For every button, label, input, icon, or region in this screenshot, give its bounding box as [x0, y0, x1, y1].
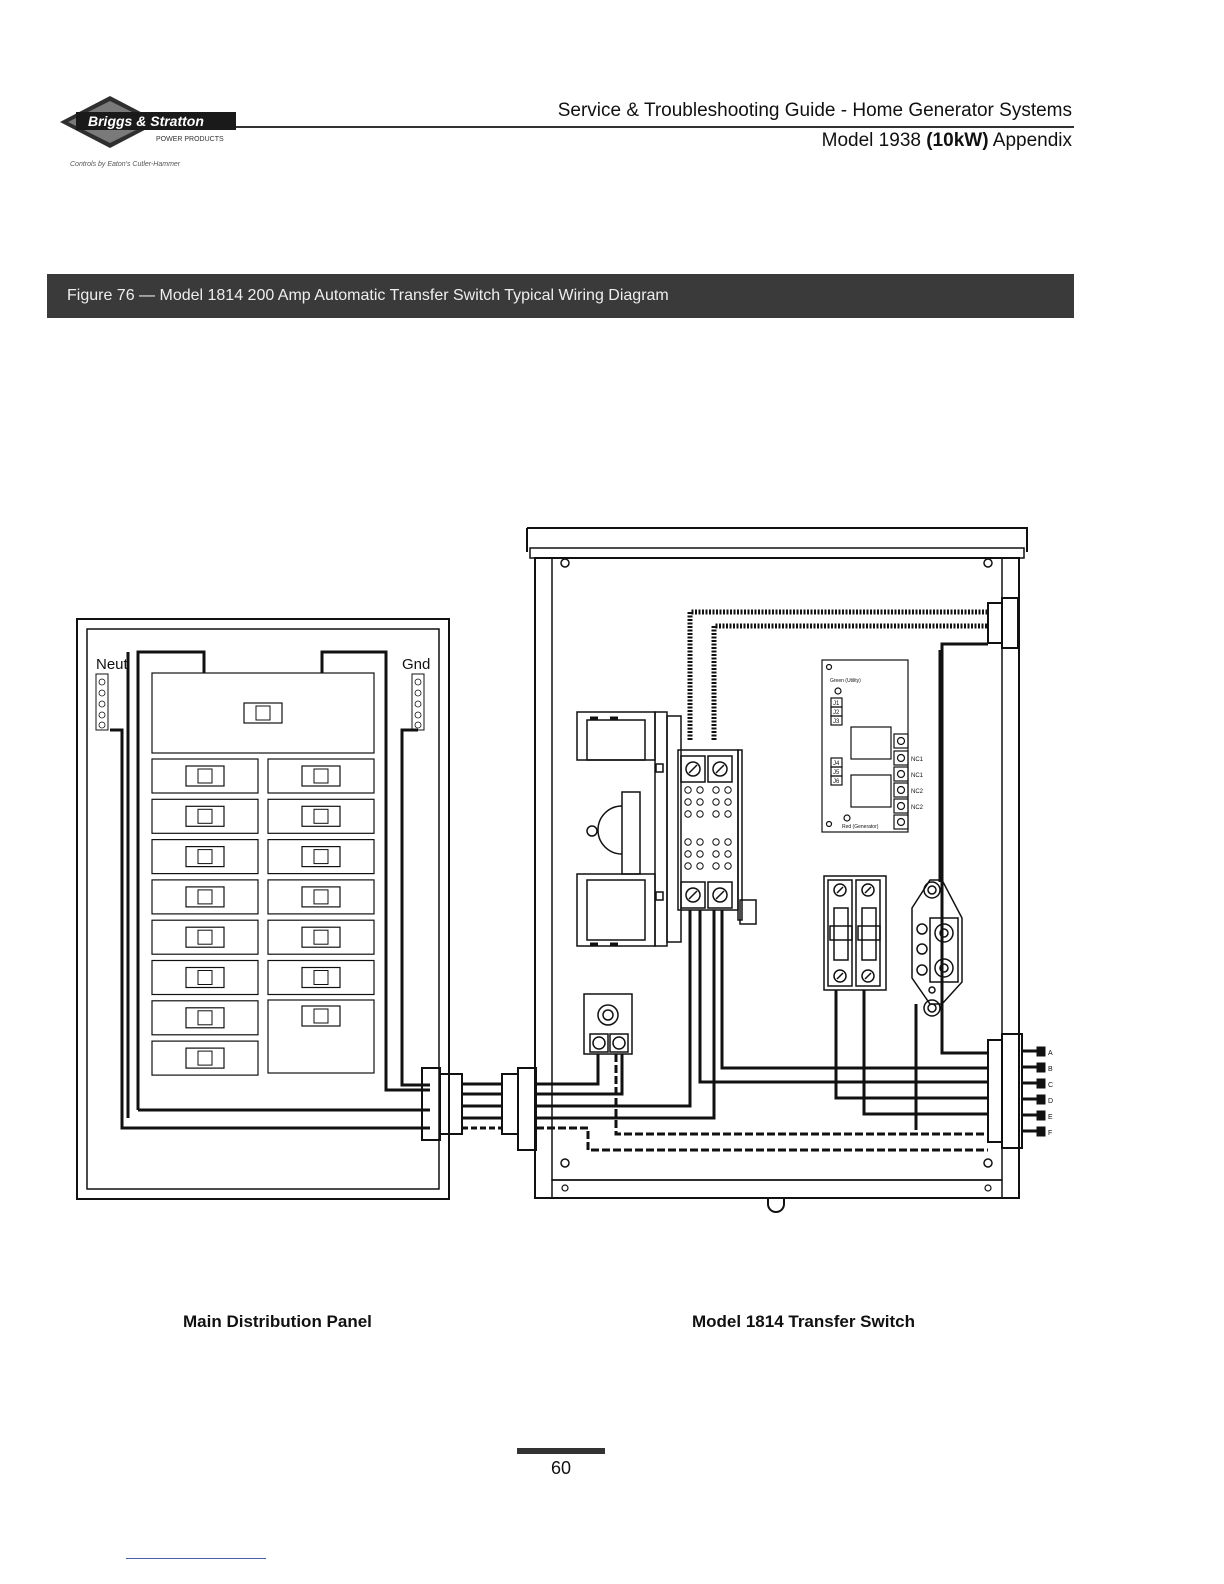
lug-terminal-dot [724, 850, 732, 858]
page-number-bar [517, 1448, 605, 1454]
main-panel-label: Main Distribution Panel [183, 1312, 372, 1331]
model-suffix: Appendix [992, 130, 1072, 151]
relay-label-nc2-b: NC2 [911, 805, 924, 811]
transfer-mechanism [576, 711, 682, 947]
lug-terminal-dot [684, 810, 692, 818]
lug-terminal-dot [712, 810, 720, 818]
ground-label: Gnd [402, 656, 430, 673]
transfer-switch-enclosure [526, 527, 1028, 1213]
conduit-terminals [1036, 1046, 1046, 1137]
lug-terminal-dot [696, 798, 704, 806]
terminal-j2: J2 [833, 710, 840, 716]
lug-terminal-dot [712, 850, 720, 858]
model-prefix: Model 1938 [821, 130, 921, 151]
transfer-switch-label: Model 1814 Transfer Switch [692, 1312, 915, 1331]
lug-terminal-dot [724, 862, 732, 870]
panel-feed-wires [110, 650, 430, 1130]
conduit-label-c: C [1048, 1082, 1053, 1089]
conduit-label-a: A [1048, 1050, 1053, 1057]
main-distribution-panel: Neut Gnd [76, 618, 450, 1200]
branch-breaker [151, 1040, 259, 1076]
neutral-label: Neut [96, 656, 129, 673]
branch-breaker [267, 798, 375, 834]
relay-label-nc2-a: NC2 [911, 789, 924, 795]
green-utility-label: Green (Utility) [830, 678, 861, 684]
briggs-stratton-logo: Briggs & Stratton POWER PRODUCTS Control… [60, 96, 236, 168]
logo-brand: Briggs & Stratton [88, 113, 204, 129]
lug-block [677, 749, 757, 925]
branch-breaker [151, 838, 259, 875]
terminal-j4: J4 [833, 761, 840, 767]
ground-lug [583, 993, 633, 1055]
lug-terminal-dot [712, 862, 720, 870]
lug-terminal-dot [684, 786, 692, 794]
header-rule [236, 126, 1074, 128]
conduit-label-d: D [1048, 1098, 1053, 1105]
branch-breaker [151, 879, 259, 915]
branch-breaker [151, 959, 259, 996]
lug-terminal-dot [696, 850, 704, 858]
neutral-bar [95, 673, 109, 731]
branch-breaker [151, 798, 259, 834]
logo-tagline: Controls by Eaton's Cutler-Hammer [70, 161, 181, 168]
conduit-label-e: E [1048, 1114, 1053, 1121]
lug-terminal-dot [712, 798, 720, 806]
wiring-diagram: Neut Gnd [76, 527, 1053, 1213]
neutral-block [911, 879, 963, 1017]
lug-terminal-dot [724, 838, 732, 846]
bottom-conduit: A B C D E F [987, 1033, 1053, 1149]
lug-terminal-dot [724, 798, 732, 806]
lug-terminal-dot [684, 798, 692, 806]
relay-label-nc1-b: NC1 [911, 773, 924, 779]
branch-breaker [151, 758, 259, 794]
lug-terminal-dot [724, 786, 732, 794]
conduit-nipple [421, 1067, 537, 1151]
branch-breaker [267, 879, 375, 915]
generator-breaker [823, 875, 887, 991]
branch-breaker [151, 1000, 259, 1036]
control-board: Green (Utility) J1 J2 J3 J4 J5 J6 NC1 NC… [821, 659, 924, 833]
branch-breaker [267, 959, 375, 996]
figure-caption-bar: Figure 76 — Model 1814 200 Amp Automatic… [47, 274, 1074, 318]
terminal-j6: J6 [833, 779, 840, 785]
branch-breaker [267, 919, 375, 955]
page-number: 60 [550, 1458, 572, 1478]
terminal-j5: J5 [833, 770, 840, 776]
branch-breakers [151, 758, 375, 1076]
top-conduit [687, 597, 1019, 1053]
lug-terminal-dot [712, 838, 720, 846]
lug-terminal-dot [724, 810, 732, 818]
lug-terminal-dot [684, 850, 692, 858]
conduit-label-f: F [1048, 1130, 1052, 1137]
lug-terminal-dot [696, 810, 704, 818]
branch-breaker [267, 838, 375, 875]
logo-sub: POWER PRODUCTS [156, 136, 224, 143]
conduit-label-b: B [1048, 1066, 1053, 1073]
header-model: Model 1938 (10kW) Appendix [822, 130, 1072, 152]
lug-terminal-dot [696, 786, 704, 794]
branch-breaker [267, 758, 375, 794]
figure-caption: Figure 76 — Model 1814 200 Amp Automatic… [67, 287, 669, 304]
terminal-j3: J3 [833, 719, 840, 725]
lug-terminal-dot [696, 862, 704, 870]
lug-terminal-dot [684, 862, 692, 870]
lug-terminal-dot [696, 838, 704, 846]
footer-link-rule [126, 1558, 266, 1559]
model-power: (10kW) [926, 130, 989, 151]
branch-breaker [151, 919, 259, 955]
main-breaker [243, 702, 283, 724]
red-generator-label: Red (Generator) [842, 824, 879, 830]
branch-breaker-handle [301, 1005, 341, 1027]
header-title: Service & Troubleshooting Guide - Home G… [557, 100, 1072, 121]
terminal-j1: J1 [833, 701, 840, 707]
lug-terminal-dot [684, 838, 692, 846]
ground-bar [411, 673, 425, 731]
lug-terminal-dot [712, 786, 720, 794]
internal-wiring [536, 650, 988, 1152]
relay-label-nc1-a: NC1 [911, 757, 924, 763]
